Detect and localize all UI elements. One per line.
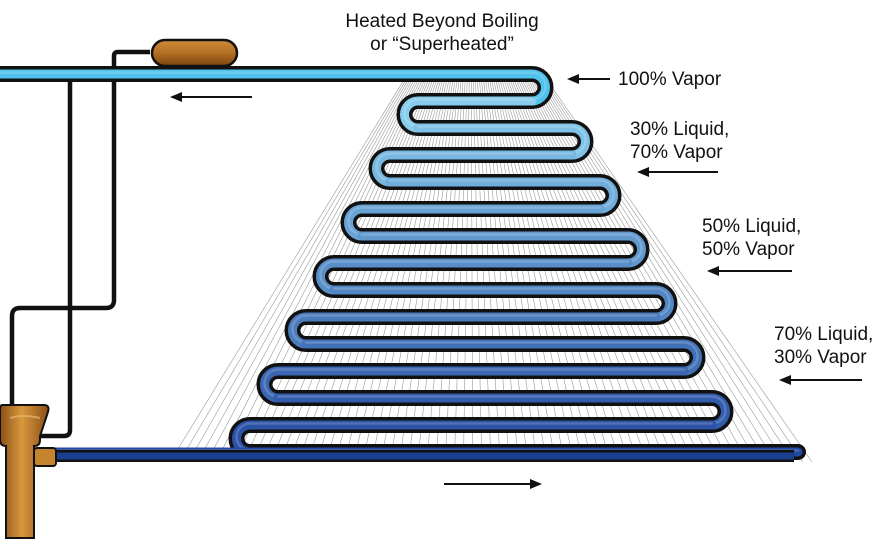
coil-tube-row (0, 69, 550, 106)
arrow-left-icon (170, 92, 252, 102)
coil-tube-highlight (347, 206, 602, 236)
state-label-50-liquid-line2: 50% Vapor (702, 239, 795, 260)
arrow-left-icon (707, 266, 792, 276)
state-label-70-liquid-line2: 30% Vapor (774, 347, 867, 368)
coil-tube-row (260, 366, 689, 403)
coil-tube-highlight (332, 287, 671, 317)
fin-line (206, 69, 418, 463)
state-label-100-vapor: 100% Vapor (618, 68, 721, 91)
sensing-bulb (150, 38, 239, 68)
coil-tube-highlight (388, 179, 615, 209)
fin-line (169, 69, 411, 463)
coil-tube-highlight (291, 314, 658, 344)
superheated-label: Heated Beyond Boiling or “Superheated” (343, 10, 541, 56)
coil-tube-row (357, 231, 646, 268)
coil-tube-highlight (403, 98, 534, 128)
arrow-left-icon (779, 375, 862, 385)
state-label-30-liquid-line2: 70% Vapor (630, 142, 723, 163)
coil-tube-highlight (375, 152, 574, 182)
coil-tube-row (288, 312, 661, 349)
coil-tube-row (316, 258, 633, 295)
arrow-right-icon (444, 479, 542, 489)
coil-tube-highlight (319, 260, 630, 290)
coil-tube-row (413, 123, 590, 160)
coil-tube-row (400, 96, 537, 133)
coil-tube-row (344, 204, 605, 241)
fin-line (178, 69, 413, 463)
state-label-30-liquid-line1: 30% Liquid, (630, 119, 730, 140)
state-label-50-liquid-line1: 50% Liquid, (702, 216, 802, 237)
expansion-valve (0, 404, 57, 539)
state-label-70-liquid-line1: 70% Liquid, (774, 324, 874, 345)
fin-line (188, 69, 414, 463)
coil-tube-row (329, 285, 674, 322)
state-label-100-vapor-text: 100% Vapor (618, 69, 722, 90)
coil-tube-row (301, 339, 702, 376)
coil-tube-highlight (276, 395, 727, 425)
fin-line (197, 69, 416, 463)
state-label-30-liquid: 30% Liquid, 70% Vapor (630, 118, 729, 164)
state-label-70-liquid: 70% Liquid, 30% Vapor (774, 323, 873, 369)
state-label-50-liquid: 50% Liquid, 50% Vapor (702, 215, 801, 261)
coil-tube-row (372, 150, 577, 187)
coil-tube-highlight (304, 341, 699, 371)
coil-tube-row (273, 393, 730, 430)
coil-tube-highlight (360, 233, 643, 263)
superheated-label-line2: or “Superheated” (370, 34, 514, 55)
coil-tube-highlight (416, 125, 587, 155)
superheated-label-line1: Heated Beyond Boiling (345, 11, 539, 32)
capillary-tube (9, 49, 150, 439)
arrow-left-icon (637, 167, 718, 177)
coil-tube-highlight (263, 368, 686, 398)
coil-tube-highlight (0, 71, 547, 101)
arrow-left-icon (567, 74, 610, 84)
coil-tube-row (385, 177, 618, 214)
